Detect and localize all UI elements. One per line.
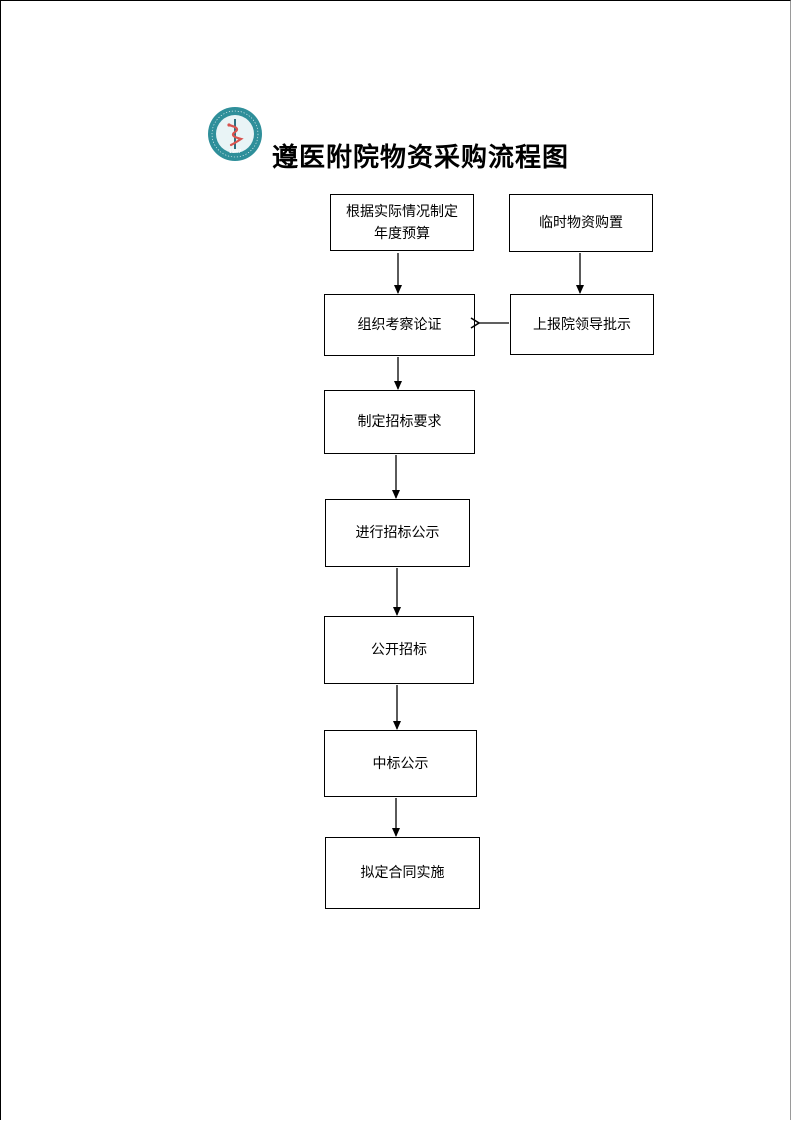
node-budget: 根据实际情况制定 年度预算 bbox=[330, 194, 474, 251]
node-announce-label: 进行招标公示 bbox=[355, 525, 440, 541]
node-contract-label: 拟定合同实施 bbox=[360, 865, 445, 881]
node-bidding: 公开招标 bbox=[324, 616, 474, 684]
node-requirements-label: 制定招标要求 bbox=[357, 414, 442, 430]
page-title: 遵医附院物资采购流程图 bbox=[272, 143, 570, 173]
node-announce: 进行招标公示 bbox=[325, 499, 470, 567]
logo-serpent-icon bbox=[227, 123, 244, 147]
logo-year: 1947 bbox=[229, 149, 242, 155]
node-winner-label: 中标公示 bbox=[372, 755, 429, 772]
hospital-logo: 1947 bbox=[208, 107, 262, 161]
node-bidding-label: 公开招标 bbox=[371, 642, 427, 658]
node-report-label: 上报院领导批示 bbox=[533, 316, 631, 333]
node-budget-line2: 年度预算 bbox=[374, 225, 430, 242]
node-budget-line1: 根据实际情况制定 bbox=[346, 203, 458, 220]
node-contract: 拟定合同实施 bbox=[325, 837, 480, 909]
node-winner: 中标公示 bbox=[324, 730, 477, 797]
node-temporary-label: 临时物资购置 bbox=[539, 215, 623, 231]
logo-serpent-head bbox=[227, 123, 231, 127]
node-investigate: 组织考察论证 bbox=[324, 294, 475, 356]
node-requirements: 制定招标要求 bbox=[324, 390, 475, 454]
node-temporary: 临时物资购置 bbox=[509, 194, 653, 252]
node-report: 上报院领导批示 bbox=[510, 294, 654, 355]
logo-ring-dots bbox=[211, 110, 259, 158]
node-investigate-label: 组织考察论证 bbox=[357, 317, 442, 333]
